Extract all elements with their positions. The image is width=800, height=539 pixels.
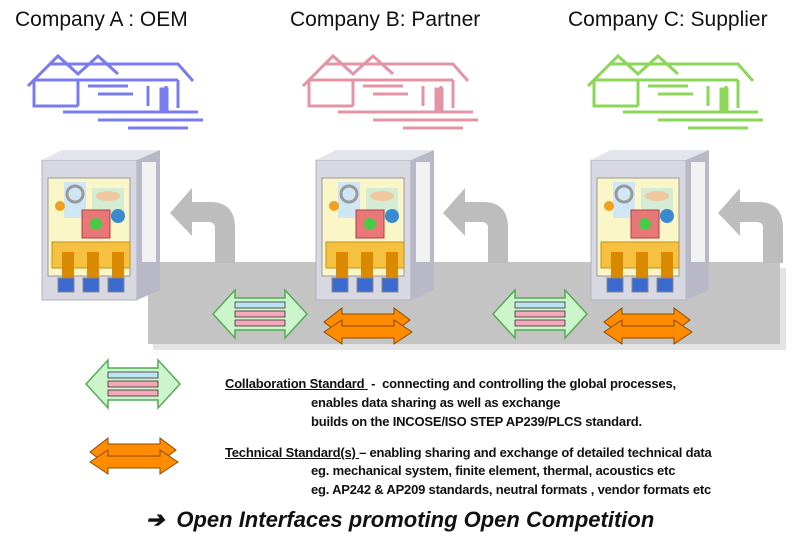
- company-a-server-icon: [40, 148, 162, 302]
- collab-heading: Collaboration Standard: [225, 376, 368, 391]
- company-c-title: Company C: Supplier: [568, 8, 768, 31]
- tech-legend-line1: Technical Standard(s) – enabling sharing…: [225, 445, 712, 460]
- collab-legend-line1: Collaboration Standard - connecting and …: [225, 376, 676, 391]
- company-b-building-icon: [301, 54, 480, 130]
- collab-desc: - connecting and controlling the global …: [367, 376, 676, 391]
- tech-heading: Technical Standard(s): [225, 445, 360, 460]
- legend-collab-arrow-icon: [85, 359, 181, 409]
- tech-legend-line2: eg. mechanical system, finite element, t…: [311, 463, 676, 478]
- footer-message: ➔ Open Interfaces promoting Open Competi…: [145, 507, 655, 532]
- loop-arrow-a-icon: [170, 188, 235, 263]
- collab-legend-line2: enables data sharing as well as exchange: [311, 395, 561, 410]
- company-c-building-icon: [586, 54, 765, 130]
- company-b-title: Company B: Partner: [290, 8, 481, 31]
- company-a-building-icon: [26, 54, 205, 130]
- legend-tech-arrow-icon: [89, 437, 179, 475]
- company-b-server-icon: [314, 148, 436, 302]
- company-a-title: Company A : OEM: [15, 8, 188, 31]
- collab-legend-line3: builds on the INCOSE/ISO STEP AP239/PLCS…: [311, 414, 642, 429]
- tech-desc: – enabling sharing and exchange of detai…: [359, 445, 712, 460]
- company-c-server-icon: [589, 148, 711, 302]
- tech-legend-line3: eg. AP242 & AP209 standards, neutral for…: [311, 482, 712, 497]
- loop-arrow-b-icon: [443, 188, 508, 263]
- loop-arrow-c-icon: [718, 188, 783, 263]
